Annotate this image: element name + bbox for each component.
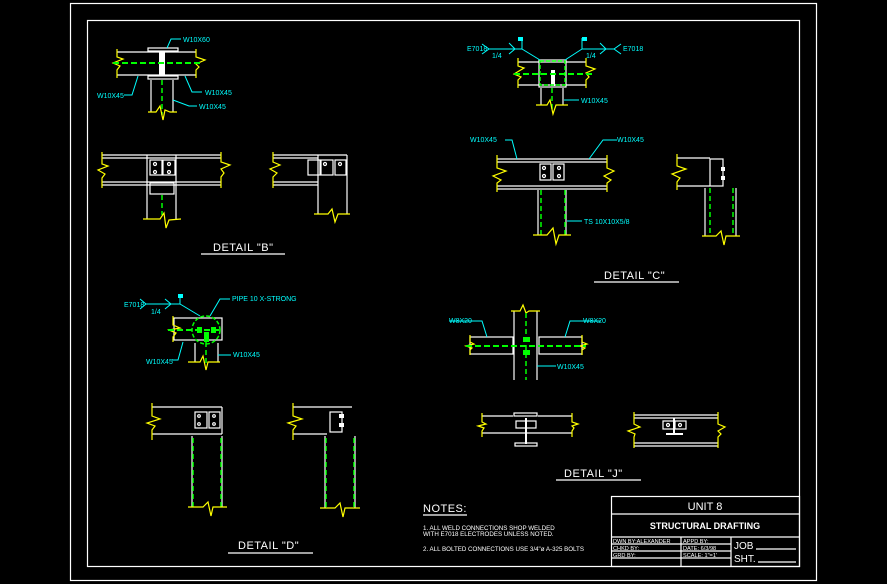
scale: SCALE: 1"=1' (683, 553, 717, 559)
checked-by: CHKD BY: (613, 546, 640, 552)
label-right-beam: W10X45 (205, 90, 232, 97)
label-moment-right-beam: W8X20 (583, 318, 606, 325)
detail-c-right-view (670, 154, 740, 246)
label-moment-left-beam: W8X20 (449, 318, 472, 325)
drawn-by: DWN BY:ALEXANDER (613, 539, 671, 545)
label-c-column-tube: TS 10X10X5/8 (584, 219, 630, 226)
note-2: 2. ALL BOLTED CONNECTIONS USE 3/4"ø A-32… (423, 546, 584, 553)
label-left-beam: W10X45 (97, 93, 124, 100)
label-pipe-column: W10X45 (233, 352, 260, 359)
label-pipe-beam: W10X45 (146, 359, 173, 366)
weld-callout-right: E7018 (623, 46, 643, 53)
detail-j-title: DETAIL "J" (564, 468, 623, 480)
approved-by: APPD BY: (683, 539, 709, 545)
note-1-line-1: 1. ALL WELD CONNECTIONS SHOP WELDED (423, 525, 555, 532)
label-pipe: PIPE 10 X-STRONG (232, 296, 297, 303)
detail-d-right-view (286, 403, 360, 518)
label-column-w10x45: W10X45 (581, 98, 608, 105)
detail-a-elevation: W10X60 W10X45 W10X45 W10X45 (97, 37, 232, 121)
weld-size-left: 1/4 (492, 53, 502, 60)
graded-by: GRD BY: (613, 553, 636, 559)
detail-c-left-view: W10X45 W10X45 TS 10X10X5/8 (470, 137, 644, 247)
job-label: JOB (734, 541, 754, 552)
general-notes: NOTES: 1. ALL WELD CONNECTIONS SHOP WELD… (423, 503, 584, 553)
detail-b-left-view (96, 152, 232, 229)
weld-callout-pipe: E7018 (124, 302, 144, 309)
weld-size-pipe: 1/4 (151, 309, 161, 316)
sheet-label: SHT. (734, 554, 756, 565)
detail-b-right-view (268, 152, 350, 225)
notes-heading: NOTES: (423, 503, 467, 515)
detail-c-title: DETAIL "C" (604, 270, 665, 282)
inner-border (86, 19, 801, 568)
weld-size-right: 1/4 (586, 53, 596, 60)
detail-d-left-view (145, 403, 227, 517)
title-block: UNIT 8 STRUCTURAL DRAFTING DWN BY:ALEXAN… (610, 495, 801, 568)
detail-b-title: DETAIL "B" (213, 242, 274, 254)
label-c-right-beam: W10X45 (617, 137, 644, 144)
title-unit: UNIT 8 (688, 501, 723, 513)
outer-border (69, 2, 818, 582)
label-column: W10X45 (199, 104, 226, 111)
detail-d-title: DETAIL "D" (238, 540, 299, 552)
detail-welded-column-splice: E7018 1/4 E7018 1/4 W10X45 (467, 37, 643, 117)
detail-pipe-connection: E7018 1/4 PIPE 10 X-STRONG W10X45 W10X45 (124, 294, 297, 371)
label-moment-column: W10X45 (557, 364, 584, 371)
title-course: STRUCTURAL DRAFTING (650, 521, 760, 531)
weld-callout-left: E7018 (467, 46, 487, 53)
date: DATE: 6/3/98 (683, 546, 716, 552)
detail-j-right-view (626, 412, 727, 448)
label-c-left-beam: W10X45 (470, 137, 497, 144)
note-1-line-2: WITH E7018 ELECTRODES UNLESS NOTED. (423, 531, 554, 538)
detail-j-left-view (475, 412, 580, 447)
label-w10x60: W10X60 (183, 37, 210, 44)
detail-moment-connection: W8X20 W8X20 W10X45 (449, 303, 606, 380)
